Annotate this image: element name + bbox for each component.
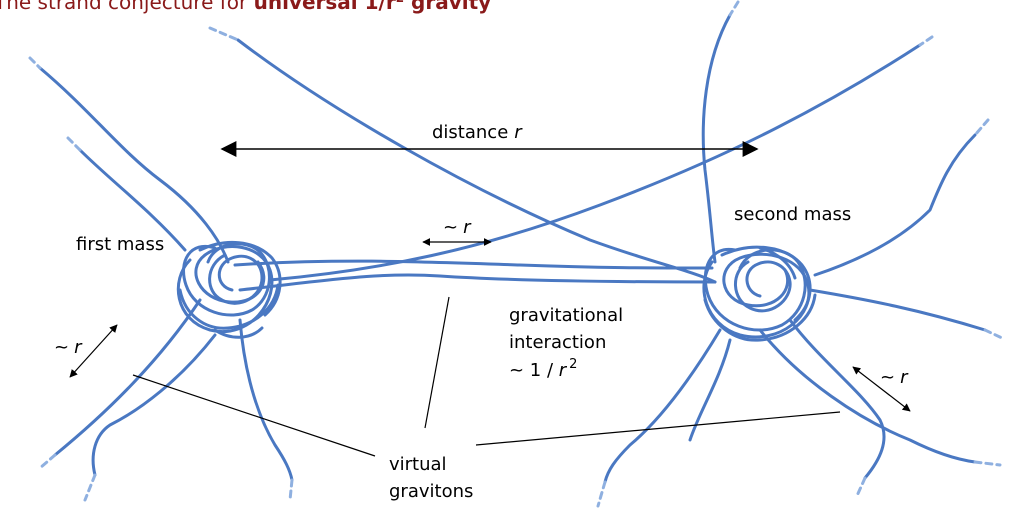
interaction-label-line1: gravitational [509,305,623,326]
strand-upper-right-to-first [268,43,922,282]
strand-tip [918,35,934,47]
title-bold: universal 1/r2 gravity [254,0,492,14]
strand-right-lower-4 [688,338,732,442]
scale-arrow-left [69,324,118,378]
virtual-gravitons-line1: virtual [389,454,447,475]
strands [38,13,987,484]
pointer-line-right [475,411,841,446]
first-mass-label: first mass [76,234,164,255]
tilde: ~ [880,367,895,388]
scale-arrow-right [852,366,911,412]
strand-upper-left [38,66,230,264]
scale-variable: r [74,337,83,358]
strand-left-lower-1 [53,298,202,457]
strand-tip [596,480,607,508]
strand-tip [854,476,867,500]
strand-tip [288,478,294,502]
strand-right-horizontal [808,288,987,332]
strand-right-lower-2 [758,328,977,464]
scale-label-right: ~r [880,367,909,388]
strand-left-lower-3 [91,333,217,477]
interaction-variable: r [559,360,568,381]
strand-tip [66,136,82,152]
strand-tip [208,26,240,42]
strand-tip [38,453,57,470]
strand-tip [983,328,1004,340]
strand-tip [973,460,1002,467]
title-bold-suffix: gravity [404,0,492,14]
distance-variable: r [514,122,523,143]
first-mass-tangle [176,240,282,339]
second-mass-label: second mass [734,204,851,225]
strand-right-lower-3 [788,318,886,480]
title-bold-text: universal 1/r [253,0,396,14]
strand-central-lower [238,273,717,292]
tilde: ~ [443,217,458,238]
strand-left-lower-2 [238,318,294,482]
interaction-formula: ~ 1 / [509,360,559,381]
scale-variable: r [900,367,909,388]
interaction-label-line2: interaction [509,332,606,353]
tilde: ~ [54,337,69,358]
strand-left-up-1 [78,148,187,252]
strand-right-lower-1 [603,328,722,484]
virtual-gravitons-line2: gravitons [389,481,473,502]
page-title: The strand conjecture for universal 1/r2… [0,0,491,14]
pointer-line-left [132,374,376,457]
strand-central-bridge [233,259,714,270]
strand-far-right-top [813,133,977,277]
strand-tips [28,0,1004,508]
distance-word: distance [432,122,508,143]
strand-tip [973,118,990,137]
scale-label-left: ~r [54,337,83,358]
pointer-line-center [424,296,450,429]
title-prefix: The strand conjecture for [0,0,254,14]
strand-tip [728,0,740,17]
interaction-exponent: 2 [569,357,577,372]
scale-variable: r [463,217,472,238]
strand-tip [83,473,97,502]
title-exponent: 2 [396,0,404,5]
distance-label: distance r [432,122,523,143]
strand-right-top-long [701,13,732,264]
second-mass-tangle [702,245,817,342]
strand-tip [28,56,42,70]
scale-label-center: ~r [443,217,472,238]
